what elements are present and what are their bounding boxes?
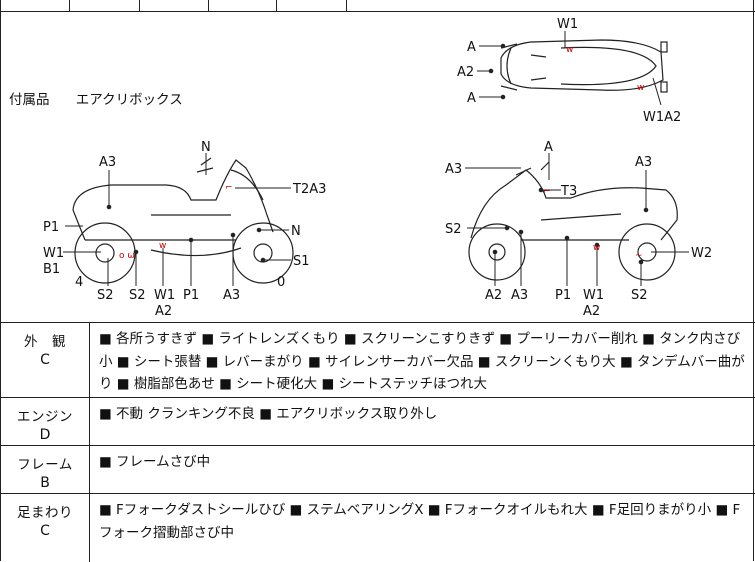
svg-text:o ω: o ω	[119, 251, 135, 261]
category-cell: エンジン D	[1, 398, 90, 446]
scooter-left-view	[72, 157, 294, 284]
label-left-a2: A2	[155, 304, 172, 319]
label-left-p1: P1	[43, 220, 59, 235]
svg-text:w: w	[566, 45, 573, 55]
scooter-right-view	[468, 161, 678, 281]
label-top-a1: A	[467, 40, 476, 55]
label-left-b1: B1	[43, 262, 60, 277]
label-right-p1: P1	[555, 288, 571, 303]
label-left-w1b: W1	[154, 288, 175, 303]
svg-text:⌐: ⌐	[543, 187, 551, 197]
category-details: ■ 不動 クランキング不良 ■ エアクリボックス取り外し	[99, 406, 438, 422]
label-right-s2b: S2	[631, 288, 648, 303]
accessories-value: エアクリボックス	[75, 92, 183, 108]
accessories-label: 付属品	[9, 92, 50, 108]
category-grade: B	[40, 475, 50, 491]
inspection-row-exterior: 外 観 C ■ 各所うすきず ■ ライトレンズくもり ■ スクリーンこすりきず …	[1, 322, 755, 398]
header-row-fragment	[1, 0, 755, 12]
category-cell: 足まわり C	[1, 494, 90, 562]
label-right-w2: W2	[691, 246, 712, 261]
label-left-a3b: A3	[223, 288, 240, 303]
inspection-row-frame: フレーム B ■ フレームさび中	[1, 445, 755, 494]
category-details: ■ フレームさび中	[99, 454, 211, 470]
category-cell: フレーム B	[1, 446, 90, 494]
label-left-n-top: N	[201, 140, 211, 155]
category-name: 足まわり	[17, 505, 73, 521]
label-left-s2b: S2	[129, 288, 146, 303]
category-details: ■ Fフォークダストシールひび ■ ステムベアリングX ■ Fフォークオイルもれ…	[99, 502, 741, 541]
inspection-row-engine: エンジン D ■ 不動 クランキング不良 ■ エアクリボックス取り外し	[1, 397, 755, 446]
label-right-a3-left: A3	[445, 162, 462, 177]
damage-marks: w w ⌐ o ω w ⌐ w ~	[119, 45, 644, 261]
label-left-s1: S1	[293, 254, 310, 269]
svg-text:⌐: ⌐	[225, 183, 233, 193]
label-top-w1a2: W1A2	[643, 110, 681, 125]
category-grade: C	[40, 352, 50, 368]
scooter-top-view	[500, 39, 668, 93]
accessories-line: 付属品 エアクリボックス	[9, 88, 183, 108]
label-right-a: A	[544, 140, 553, 155]
category-name: 外 観	[24, 334, 66, 350]
label-left-0: 0	[277, 275, 285, 290]
label-right-a3b: A3	[511, 288, 528, 303]
svg-text:w: w	[593, 243, 600, 253]
category-name: エンジン	[17, 409, 73, 425]
label-right-t3: T3	[560, 184, 577, 199]
label-right-s2: S2	[445, 222, 462, 237]
svg-text:w: w	[159, 241, 166, 251]
svg-text:~: ~	[635, 251, 643, 261]
label-right-a2: A2	[485, 288, 502, 303]
label-left-4: 4	[75, 275, 83, 290]
category-grade: D	[39, 427, 51, 443]
category-name: フレーム	[17, 457, 73, 473]
label-right-a3-top: A3	[635, 155, 652, 170]
label-left-a3: A3	[99, 155, 116, 170]
svg-text:w: w	[637, 83, 644, 93]
inspection-row-suspension: 足まわり C ■ Fフォークダストシールひび ■ ステムベアリングX ■ Fフォ…	[1, 493, 755, 562]
label-left-s2a: S2	[97, 288, 114, 303]
category-cell: 外 観 C	[1, 323, 90, 398]
damage-diagram: w w ⌐ o ω w ⌐ w ~ A A2 A W1 W1A2 N A3 T2…	[43, 17, 712, 319]
label-left-t2a3: T2A3	[292, 182, 326, 197]
label-right-w1: W1	[583, 288, 604, 303]
label-left-n: N	[291, 224, 301, 239]
label-top-w1: W1	[557, 17, 578, 32]
category-details: ■ 各所うすきず ■ ライトレンズくもり ■ スクリーンこすりきず ■ プーリー…	[99, 331, 745, 392]
category-grade: C	[40, 523, 50, 539]
label-top-a3: A	[467, 91, 476, 106]
label-left-p1b: P1	[183, 288, 199, 303]
label-left-w1: W1	[43, 246, 64, 261]
label-right-a2b: A2	[583, 304, 600, 319]
label-top-a2: A2	[457, 65, 474, 80]
